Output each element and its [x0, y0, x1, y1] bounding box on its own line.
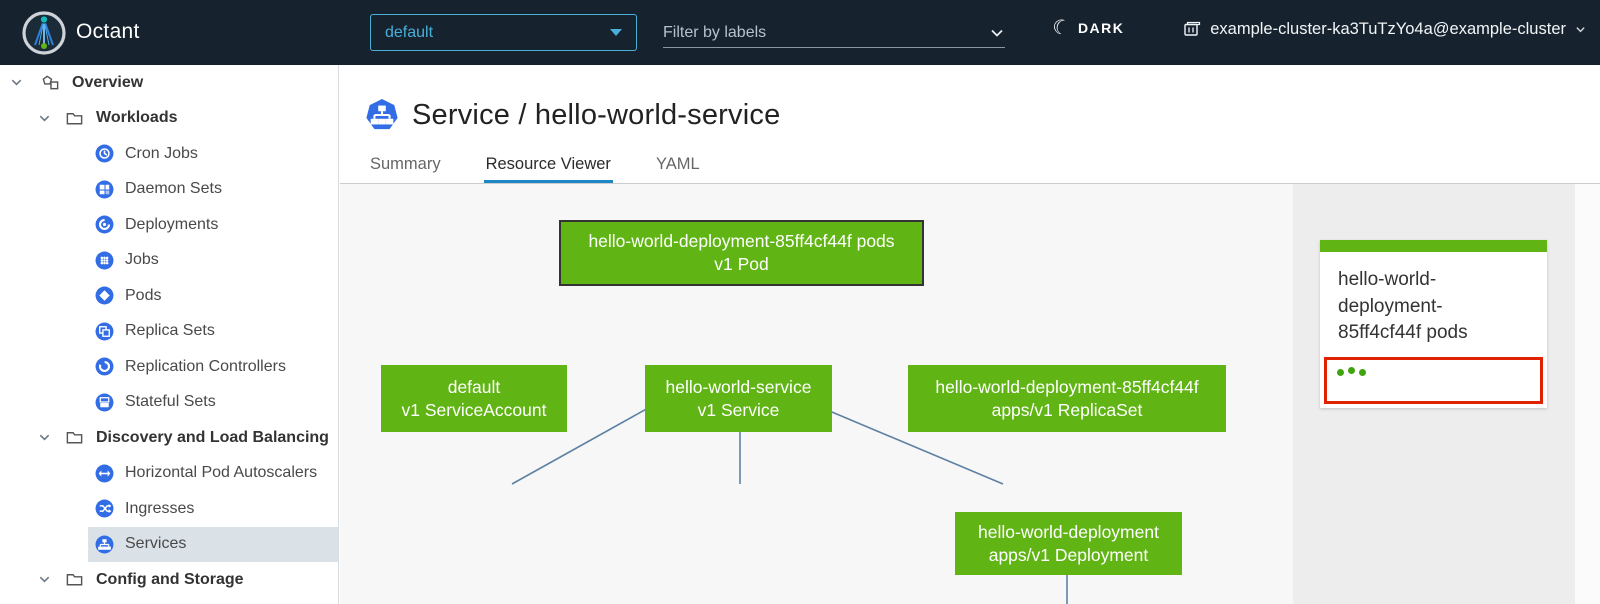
page-title: Service / hello-world-service — [412, 98, 781, 131]
jobs-icon — [95, 251, 114, 270]
graph-node-serviceaccount[interactable]: default v1 ServiceAccount — [381, 365, 567, 432]
namespace-dropdown[interactable]: default — [370, 14, 637, 51]
sidebar-item-label: Jobs — [125, 251, 159, 269]
page-header: Service / hello-world-service — [365, 98, 780, 132]
folder-icon — [66, 432, 83, 444]
graph-node-replicaset[interactable]: hello-world-deployment-85ff4cf44f apps/v… — [908, 365, 1226, 432]
sidebar-item-label: Horizontal Pod Autoscalers — [125, 464, 318, 482]
graph-node-deployment[interactable]: hello-world-deployment apps/v1 Deploymen… — [955, 512, 1182, 575]
replica-sets-icon — [95, 322, 114, 341]
card-status-bar — [1320, 240, 1547, 252]
dark-mode-label: DARK — [1077, 20, 1125, 36]
chevron-down-icon[interactable] — [10, 76, 23, 89]
sidebar-item-label: Discovery and Load Balancing — [96, 428, 329, 446]
services-icon — [95, 535, 114, 554]
chevron-down-icon[interactable] — [989, 25, 1005, 41]
sidebar-group-config-and-storage[interactable]: Config and Storage — [0, 562, 338, 598]
horizontal-pod-autoscalers-icon — [95, 464, 114, 483]
pods-icon — [95, 286, 114, 305]
sidebar-item-replication-controllers[interactable]: Replication Controllers — [88, 349, 338, 385]
sidebar-item-label: Cron Jobs — [125, 144, 198, 162]
graph-node-label: hello-world-service v1 Service — [665, 376, 812, 420]
cluster-context-selector[interactable]: example-cluster-ka3TuTzYo4a@example-clus… — [1183, 20, 1586, 39]
sidebar-group-workloads[interactable]: Workloads — [0, 101, 338, 137]
octant-logo-icon — [22, 11, 66, 55]
sidebar-item-label: Replication Controllers — [125, 357, 286, 375]
sidebar-item-label: Stateful Sets — [125, 393, 216, 411]
resource-viewer-canvas[interactable]: hello-world-deployment-85ff4cf44f pods v… — [340, 184, 1600, 604]
chevron-down-icon[interactable] — [38, 112, 51, 125]
sidebar-item-cron-jobs[interactable]: Cron Jobs — [88, 136, 338, 172]
pod-status-dot — [1348, 366, 1355, 374]
chevron-down-icon — [1576, 27, 1585, 33]
label-filter-field — [663, 18, 1005, 48]
cron-jobs-icon — [95, 144, 114, 163]
sidebar-item-label: Services — [125, 535, 187, 553]
sidebar-item-daemon-sets[interactable]: Daemon Sets — [88, 172, 338, 208]
moon-icon: ☾ — [1049, 15, 1073, 41]
ingresses-icon — [95, 499, 114, 518]
pod-status-box[interactable] — [1324, 356, 1543, 404]
label-filter-input[interactable] — [663, 23, 989, 42]
chevron-down-icon[interactable] — [38, 573, 51, 586]
pod-status-dot — [1359, 368, 1366, 376]
graph-node-service[interactable]: hello-world-service v1 Service — [645, 365, 832, 432]
graph-node-label: hello-world-deployment apps/v1 Deploymen… — [978, 521, 1159, 565]
stateful-sets-icon — [95, 393, 114, 412]
sidebar-item-deployments[interactable]: Deployments — [88, 207, 338, 243]
sidebar-item-label: Ingresses — [125, 499, 195, 517]
cluster-context-label: example-cluster-ka3TuTzYo4a@example-clus… — [1210, 20, 1566, 38]
tab-resource-viewer[interactable]: Resource Viewer — [483, 149, 613, 183]
replication-controllers-icon — [95, 357, 114, 376]
sidebar-item-pods[interactable]: Pods — [88, 278, 338, 314]
deployments-icon — [95, 215, 114, 234]
sidebar-item-label: Replica Sets — [125, 322, 215, 340]
sidebar-item-replica-sets[interactable]: Replica Sets — [88, 314, 338, 350]
sidebar-group-discovery-and-load-balancing[interactable]: Discovery and Load Balancing — [0, 420, 338, 456]
selected-node-panel: hello-world- deployment- 85ff4cf44f pods — [1293, 184, 1575, 604]
app-header: Octant default ☾ DARK example-cluster-ka… — [0, 0, 1600, 65]
dark-mode-toggle[interactable]: ☾ DARK — [1049, 15, 1125, 41]
folder-icon — [66, 112, 83, 125]
daemon-sets-icon — [95, 180, 114, 199]
dropdown-caret-icon — [610, 29, 622, 36]
sidebar-item-label: Config and Storage — [96, 570, 244, 588]
tab-yaml[interactable]: YAML — [655, 155, 700, 173]
viewer-right-gap — [1575, 184, 1600, 604]
selected-node-title: hello-world- deployment- 85ff4cf44f pods — [1338, 269, 1468, 343]
selected-node-card[interactable]: hello-world- deployment- 85ff4cf44f pods — [1320, 240, 1547, 408]
navigation-sidebar: Overview Workloads Cron Jobs Daemon Sets… — [0, 65, 339, 604]
graph-node-label: hello-world-deployment-85ff4cf44f apps/v… — [935, 376, 1199, 420]
sidebar-item-label: Deployments — [125, 215, 219, 233]
sidebar-item-label: Pods — [125, 286, 162, 304]
app-title: Octant — [76, 20, 140, 43]
sidebar-item-label: Daemon Sets — [125, 180, 222, 198]
graph-node-label: hello-world-deployment-85ff4cf44f pods v… — [588, 231, 895, 274]
pod-status-dot — [1337, 368, 1344, 376]
sidebar-item-jobs[interactable]: Jobs — [88, 243, 338, 279]
main-content: Service / hello-world-service Summary Re… — [340, 65, 1600, 604]
tab-bar: Summary Resource Viewer YAML — [340, 149, 1600, 184]
sidebar-item-horizontal-pod-autoscalers[interactable]: Horizontal Pod Autoscalers — [88, 456, 338, 492]
overview-icon — [42, 75, 59, 90]
sidebar-item-stateful-sets[interactable]: Stateful Sets — [88, 385, 338, 421]
graph-node-label: default v1 ServiceAccount — [401, 376, 547, 420]
folder-icon — [66, 574, 83, 586]
sidebar-item-label: Overview — [72, 73, 144, 91]
chevron-down-icon[interactable] — [38, 431, 51, 444]
tab-summary[interactable]: Summary — [370, 155, 441, 173]
cluster-icon — [1184, 21, 1201, 36]
namespace-dropdown-value: default — [385, 23, 434, 41]
sidebar-item-services[interactable]: Services — [88, 526, 338, 562]
service-icon — [366, 98, 398, 130]
sidebar-item-ingresses[interactable]: Ingresses — [88, 491, 338, 527]
graph-node-pod[interactable]: hello-world-deployment-85ff4cf44f pods v… — [559, 220, 924, 286]
sidebar-item-label: Workloads — [96, 109, 178, 127]
sidebar-item-overview[interactable]: Overview — [0, 65, 338, 101]
